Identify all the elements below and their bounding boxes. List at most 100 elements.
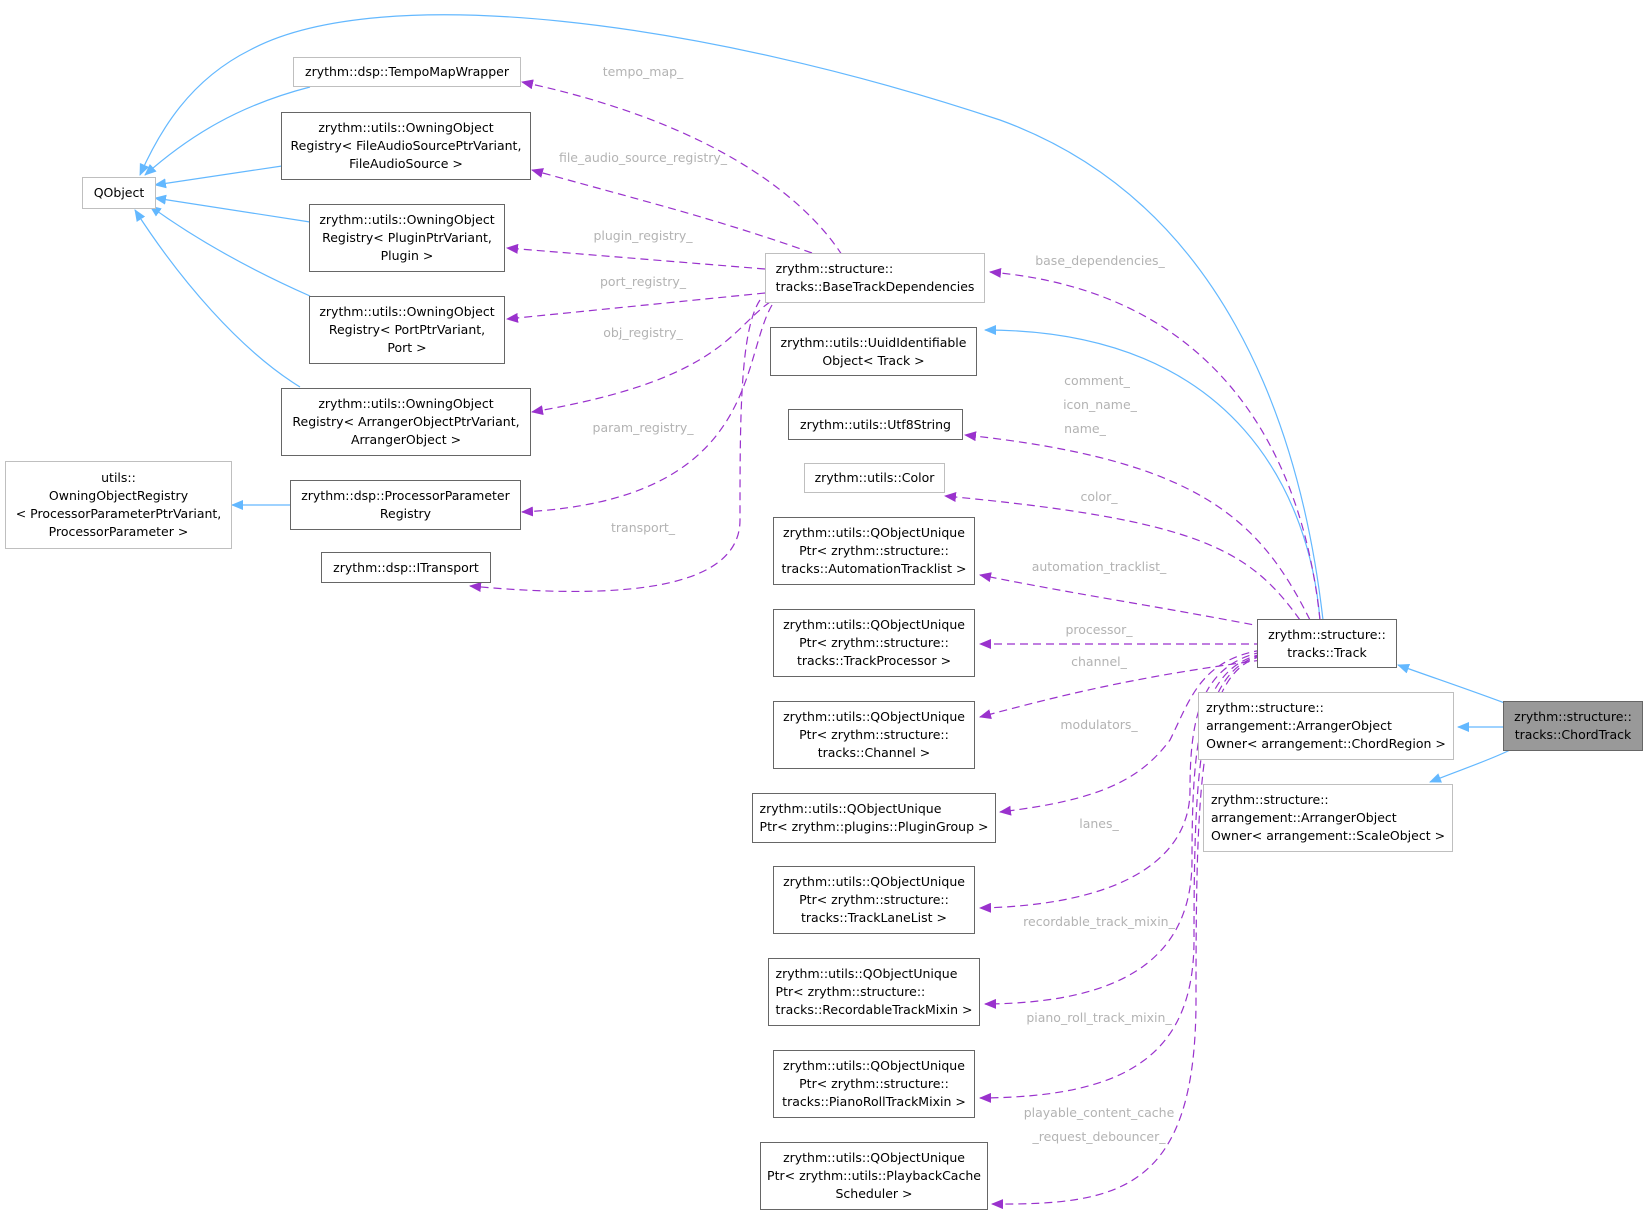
node-label-line: zrythm::utils::QObjectUnique [759,801,942,816]
node-chord-track[interactable]: zrythm::structure::tracks::ChordTrack [1503,701,1643,751]
edge-label-recordable-track-mixin: recordable_track_mixin_ [1023,914,1175,929]
node-label-line: tracks::Channel > [817,745,931,760]
node-label-line: zrythm::utils::QObjectUnique [783,1150,965,1165]
node-label-line: tracks::TrackLaneList > [801,910,947,925]
node-color[interactable]: zrythm::utils::Color [804,463,945,493]
edge-label-piano-roll-track-mixin: piano_roll_track_mixin_ [1026,1010,1172,1025]
node-label-line: zrythm::dsp::TempoMapWrapper [305,64,509,79]
member-edge-color [944,492,1301,621]
node-tempo-map-wrapper[interactable]: zrythm::dsp::TempoMapWrapper [293,57,521,87]
node-label-line: Port > [387,340,427,355]
inherit-edge-tempomap-qobject [144,86,311,176]
member-edge-modulators [999,649,1263,816]
node-label-line: Plugin > [380,248,434,263]
node-label-line: Registry [379,506,432,521]
member-edge-base-deps [989,267,1321,621]
node-label-line: tracks::BaseTrackDependencies [775,279,975,294]
node-label-line: QObject [93,185,145,200]
edge-label-icon-name: icon_name_ [1063,397,1137,412]
node-label-line: zrythm::structure:: [1268,626,1386,642]
node-label-line: < ProcessorParameterPtrVariant, [15,506,222,521]
node-registry-processor-parameter-base[interactable]: utils::OwningObjectRegistry< ProcessorPa… [5,461,232,549]
node-label-line: zrythm::utils::QObjectUnique [783,617,965,632]
member-edge-playback [991,655,1263,1210]
node-label-line: Ptr< zrythm::structure:: [775,984,926,999]
node-label-line: utils:: [101,470,136,485]
node-label-line: zrythm::structure:: [775,261,894,276]
node-label-line: Ptr< zrythm::structure:: [799,635,949,650]
node-label-line: tracks::PianoRollTrackMixin > [782,1094,966,1109]
inherit-edge-regplugin-qobject [154,194,311,223]
node-label-line: zrythm::utils::QObjectUnique [775,966,958,981]
node-arranger-object-owner-chord-region[interactable]: zrythm::structure::arrangement::Arranger… [1198,692,1454,760]
inherit-edge-chord-track [1397,663,1511,706]
node-base-track-dependencies[interactable]: zrythm::structure::tracks::BaseTrackDepe… [765,253,985,303]
edge-label-file-audio-source-registry: file_audio_source_registry_ [558,150,728,165]
node-label-line: zrythm::structure:: [1210,792,1329,807]
edge-label-base-dependencies: base_dependencies_ [1035,253,1165,268]
edge-label-lanes: lanes_ [1079,816,1119,831]
node-label-line: Registry< PortPtrVariant, [328,322,486,337]
node-label-line: zrythm::utils::QObjectUnique [783,874,965,889]
node-arranger-object-owner-scale-object[interactable]: zrythm::structure::arrangement::Arranger… [1203,784,1453,852]
edge-label-param-registry: param_registry_ [592,420,694,435]
edge-label-name: name_ [1064,421,1106,436]
edge-label-obj-registry: obj_registry_ [603,325,683,340]
node-label-line: zrythm::utils::QObjectUnique [783,525,965,540]
node-label-line: Ptr< zrythm::structure:: [799,727,949,742]
inherit-edge-track-qobject [139,14,1324,621]
node-label-line: tracks::AutomationTracklist > [781,561,967,576]
member-edge-obj-registry [531,301,771,416]
node-label-line: zrythm::utils::OwningObject [318,396,494,411]
node-label-line: zrythm::utils::Color [814,470,935,485]
node-label-line: Owner< arrangement::ChordRegion > [1206,736,1446,751]
inherit-edge-chord-scaleobject [1429,749,1511,783]
node-label-line: zrythm::utils::OwningObject [319,304,495,319]
node-label-line: Registry< FileAudioSourcePtrVariant, [290,138,522,153]
node-label-line: ArrangerObject > [350,432,462,447]
node-label-line: zrythm::utils::OwningObject [319,212,495,227]
edge-label-automation-tracklist: automation_tracklist_ [1031,559,1167,574]
member-edge-utf8string [964,431,1311,621]
node-label-line: zrythm::dsp::ProcessorParameter [301,488,510,503]
node-qobject[interactable]: QObject [82,177,156,209]
node-label-line: zrythm::structure:: [1206,700,1324,715]
edge-label-modulators: modulators_ [1060,717,1138,732]
node-track[interactable]: zrythm::structure::tracks::Track [1257,619,1397,668]
member-edge-automation [979,572,1266,628]
member-edge-param-registry [521,304,773,517]
node-label-line: arrangement::ArrangerObject [1206,718,1392,733]
node-utf8string[interactable]: zrythm::utils::Utf8String [788,409,963,440]
member-edge-tempo-map [521,79,843,256]
node-label-line: FileAudioSource > [349,156,463,171]
edge-label-comment: comment_ [1064,373,1130,388]
member-edge-plugin-registry [506,243,766,270]
node-label-line: OwningObjectRegistry [48,488,189,503]
member-edge-transport [469,299,761,593]
member-edge-port-registry [506,292,766,323]
node-label-line: Scheduler > [835,1186,913,1201]
member-edge-channel [979,659,1263,719]
node-label-line: Ptr< zrythm::structure:: [799,1076,949,1091]
edge-label-color: color_ [1080,489,1118,504]
node-label-line: zrythm::utils::UuidIdentifiable [780,334,967,350]
node-itransport[interactable]: zrythm::dsp::ITransport [321,552,491,583]
node-label-line: Object< Track > [822,352,925,368]
node-label-line: Ptr< zrythm::plugins::PluginGroup > [759,819,989,834]
edge-label-processor: processor_ [1065,622,1133,637]
